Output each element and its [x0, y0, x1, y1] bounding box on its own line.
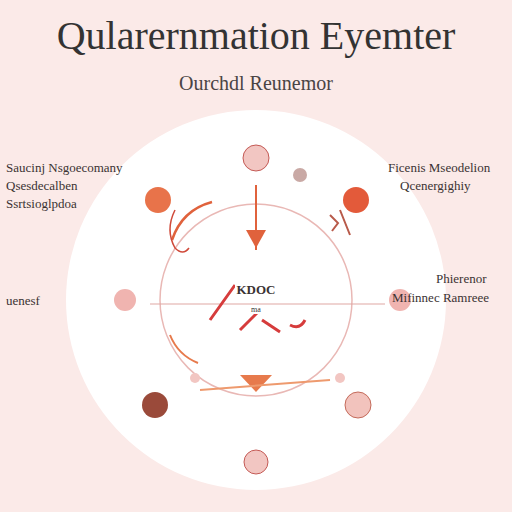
center-label: KDOC [235, 283, 278, 297]
icon [244, 450, 268, 474]
stroke [170, 335, 198, 363]
arrow-head [246, 230, 266, 248]
icon [145, 187, 171, 213]
title: Qularernmation Eyemter [0, 12, 512, 59]
dot [293, 168, 307, 182]
axis-line [150, 303, 385, 304]
center-circle: KDOC ma [160, 204, 352, 396]
side-label: Saucinj Nsgoecomany [6, 160, 123, 176]
dot [190, 373, 200, 383]
stroke [200, 380, 330, 390]
side-label: Phierenor [436, 271, 487, 287]
side-label: Ficenis Mseodelion [388, 160, 490, 176]
dot [335, 373, 345, 383]
icon [142, 392, 168, 418]
side-label: Qcenergighiy [400, 178, 471, 194]
inner-ring [160, 204, 352, 396]
icon [343, 187, 369, 213]
icon [243, 145, 269, 171]
side-label: uenesf [6, 293, 40, 309]
subtitle: Ourchdl Reunemor [179, 72, 333, 95]
icon [114, 289, 136, 311]
stroke [170, 210, 189, 252]
side-label: Ssrtsioglpdoa [6, 196, 77, 212]
stroke [172, 202, 212, 240]
icon [345, 392, 371, 418]
center-note: ma [249, 306, 263, 315]
side-label: Qsesdecalben [6, 178, 77, 194]
stroke [330, 210, 350, 235]
side-label: Mifinnec Ramreee [392, 290, 489, 306]
arrow-head [240, 375, 272, 392]
